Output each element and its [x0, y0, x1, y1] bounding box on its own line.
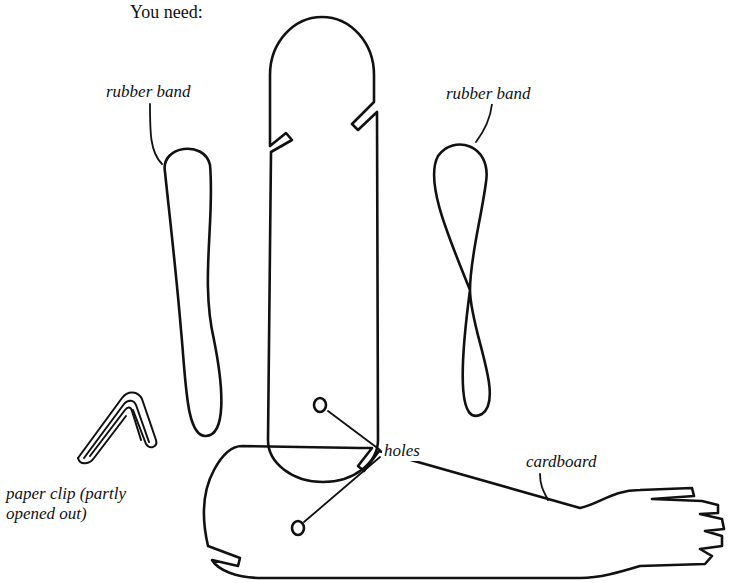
hole	[292, 521, 304, 535]
paper-clip	[78, 392, 156, 463]
part-label: rubber band	[104, 82, 193, 102]
part-label: paper clip (partly opened out)	[4, 484, 158, 523]
leader-line	[304, 457, 380, 522]
cardboard-arm	[204, 446, 724, 578]
rubber-band	[165, 149, 222, 436]
cardboard-strip	[268, 17, 378, 482]
part-label: rubber band	[444, 84, 533, 104]
leader-line	[328, 411, 380, 450]
hole	[314, 398, 326, 412]
part-label: cardboard	[524, 452, 599, 472]
leader-line	[540, 474, 548, 500]
rubber-band-twisted	[434, 144, 490, 415]
part-label: holes	[382, 441, 422, 461]
leader-line	[150, 104, 162, 164]
leader-line	[476, 104, 492, 142]
heading: You need:	[128, 2, 205, 23]
